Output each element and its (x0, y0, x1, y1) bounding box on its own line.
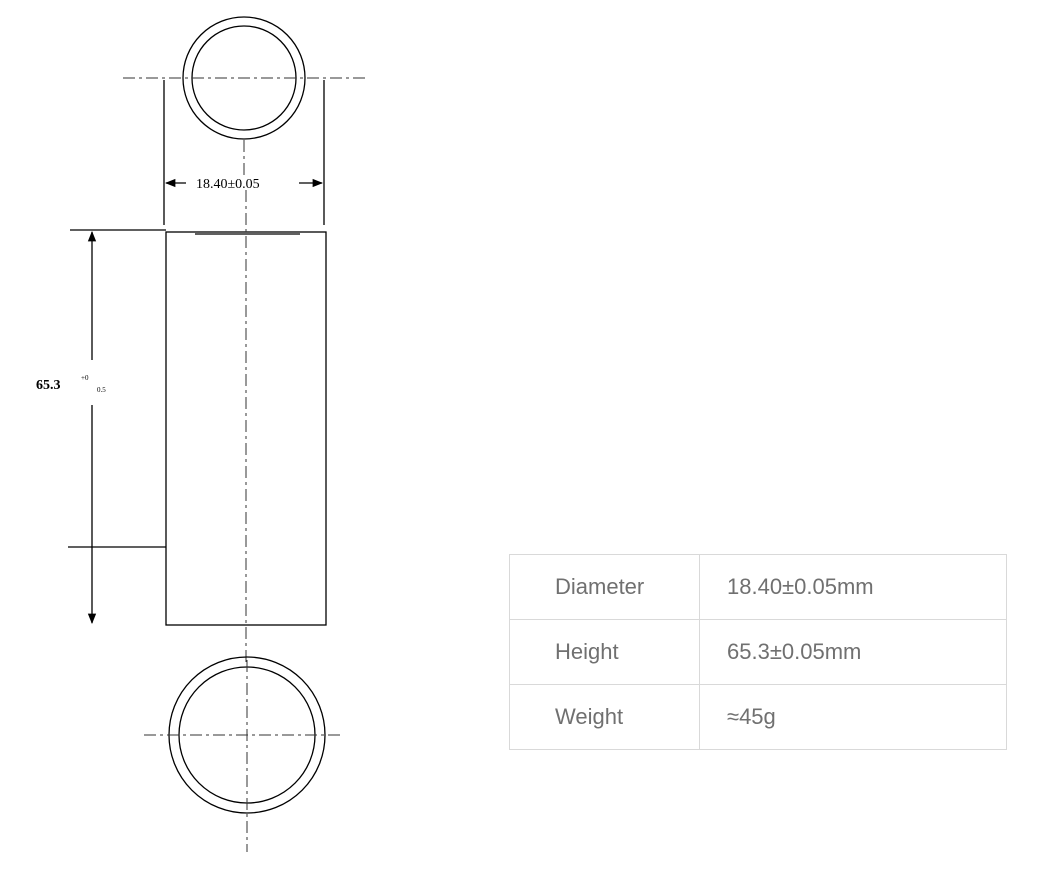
height-label: 65.3 (36, 378, 61, 393)
table-row: Height 65.3±0.05mm (509, 619, 1007, 685)
diameter-label: 18.40±0.05 (196, 177, 260, 192)
top-outer-circle (182, 16, 306, 140)
spec-value: 65.3±0.05mm (699, 619, 1007, 685)
side-view (165, 190, 327, 665)
spec-table: Diameter 18.40±0.05mm Height 65.3±0.05mm… (509, 554, 1007, 750)
height-dimension: 65.3 +0 0.5 (36, 229, 166, 625)
table-row: Weight ≈45g (509, 684, 1007, 750)
table-row: Diameter 18.40±0.05mm (509, 554, 1007, 620)
spec-label: Weight (509, 684, 700, 750)
diameter-dimension: 18.40±0.05 (163, 80, 325, 225)
height-tolerance-lower: 0.5 (97, 386, 106, 394)
height-tolerance-upper: +0 (81, 374, 89, 382)
spec-label: Diameter (509, 554, 700, 620)
spec-label: Height (509, 619, 700, 685)
spec-value: ≈45g (699, 684, 1007, 750)
bottom-view (144, 656, 342, 852)
top-view (123, 16, 368, 175)
spec-value: 18.40±0.05mm (699, 554, 1007, 620)
